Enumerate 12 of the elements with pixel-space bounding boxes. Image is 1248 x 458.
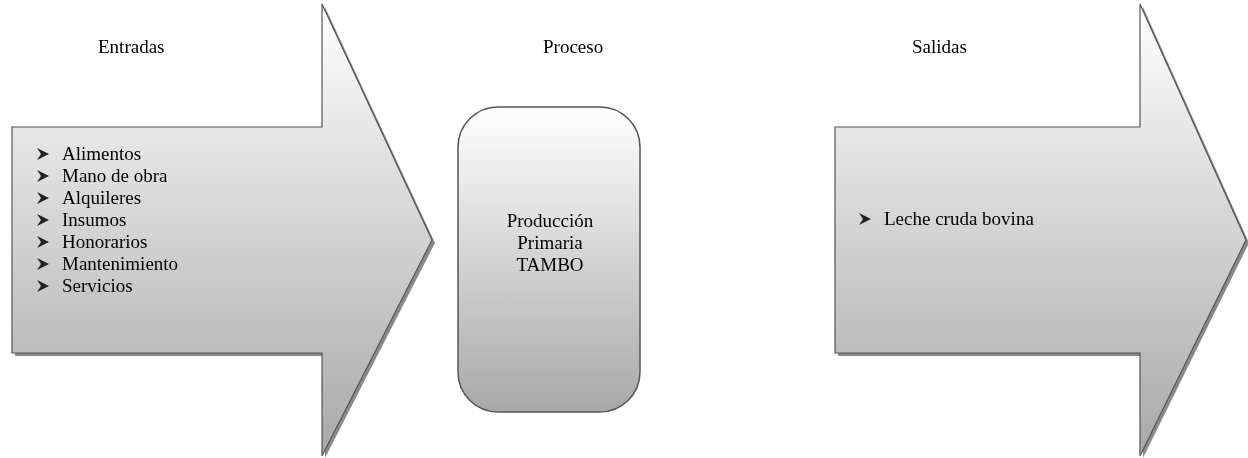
list-item: Mantenimiento <box>62 253 179 275</box>
list-item: Insumos <box>62 209 127 231</box>
list-item: Alquileres <box>62 187 142 209</box>
list-item: Mano de obra <box>62 165 168 187</box>
heading: Proceso <box>543 36 604 58</box>
heading: Salidas <box>912 36 967 58</box>
list-item: Leche cruda bovina <box>884 208 1034 230</box>
heading: Entradas <box>98 36 165 58</box>
process-label: Producción Primaria TAMBO <box>505 210 595 276</box>
list-item: Honorarios <box>62 231 148 253</box>
list-item: Servicios <box>62 275 133 297</box>
list-item: Alimentos <box>62 143 142 165</box>
